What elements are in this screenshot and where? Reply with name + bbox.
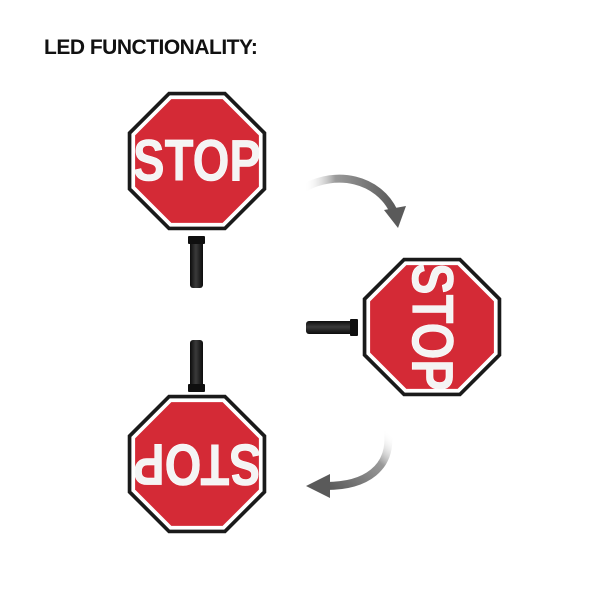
rotate-arrow-icon: [300, 174, 406, 228]
handle-collar: [188, 236, 205, 244]
handle-top: [190, 340, 203, 392]
sign-text: STOP: [400, 263, 465, 391]
handle-bottom: [190, 236, 203, 288]
stop-sign-icon: STOP: [127, 394, 267, 534]
handle-collar: [350, 319, 358, 336]
stop-sign-upright: STOP: [127, 91, 267, 288]
handle-collar: [188, 384, 205, 392]
page-heading: LED FUNCTIONALITY:: [44, 36, 258, 59]
rotate-arrow-icon: [306, 428, 393, 498]
sign-text: STOP: [133, 129, 261, 194]
sign-text: STOP: [133, 432, 261, 497]
stop-sign-icon: STOP: [362, 257, 502, 397]
handle-left: [306, 321, 358, 334]
stop-sign-icon: STOP: [127, 91, 267, 231]
stop-sign-rotated-90: STOP: [306, 257, 502, 397]
stop-sign-upside-down: STOP: [127, 340, 267, 534]
